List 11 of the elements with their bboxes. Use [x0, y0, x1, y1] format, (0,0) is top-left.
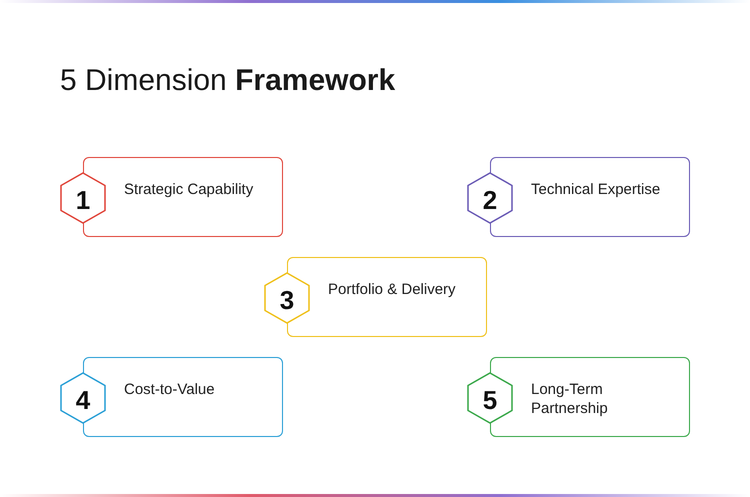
step-number: 1 [76, 185, 90, 216]
step-number: 4 [76, 385, 90, 416]
card-label: Portfolio & Delivery [328, 280, 457, 299]
step-number: 5 [482, 385, 498, 416]
card-label: Technical Expertise [531, 180, 662, 199]
step-number: 3 [280, 285, 294, 316]
title: 5 Dimension Framework [60, 64, 396, 98]
step-number: 2 [482, 185, 498, 216]
card-label: Long-Term Partnership [531, 380, 609, 418]
card-label: Strategic Capability [124, 180, 254, 199]
card-label: Cost-to-Value [124, 380, 216, 399]
